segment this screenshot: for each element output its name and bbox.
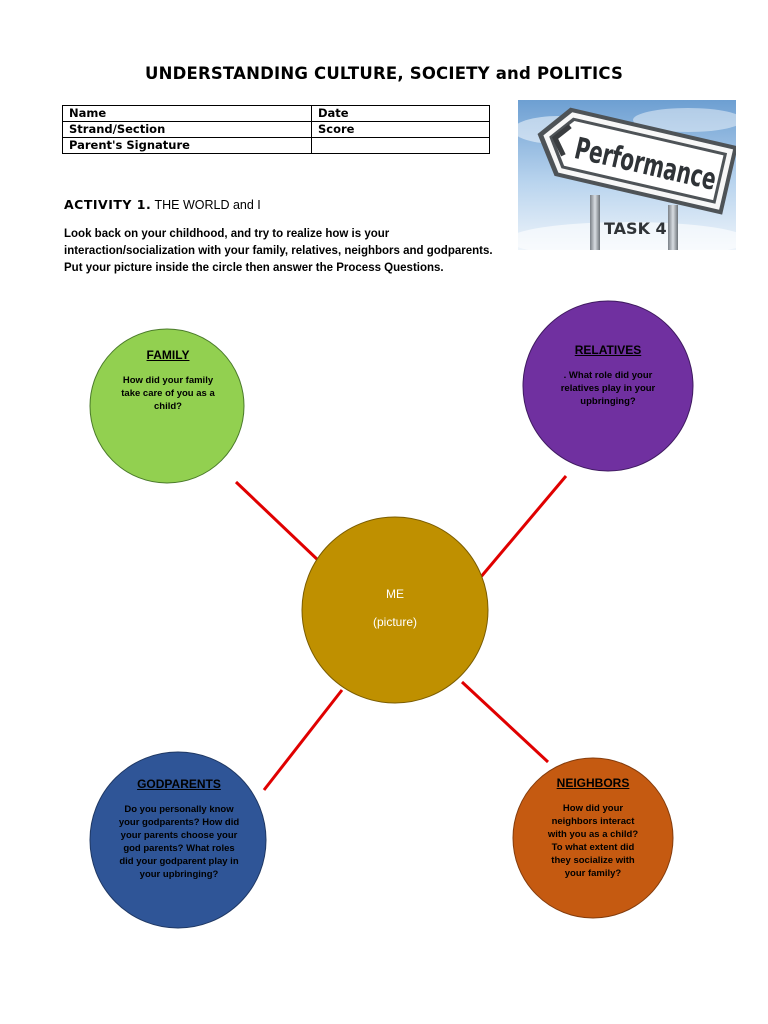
connector-godparents bbox=[262, 689, 344, 791]
student-info-table: Name Date Strand/Section Score Parent's … bbox=[62, 105, 490, 154]
connector-relatives bbox=[478, 475, 568, 579]
activity-subtitle: THE WORLD and I bbox=[154, 198, 261, 212]
parent-signature-label: Parent's Signature bbox=[62, 137, 312, 154]
relatives-circle bbox=[522, 300, 694, 472]
relatives-question: . What role did your relatives play in y… bbox=[560, 370, 656, 407]
activity-label: ACTIVITY 1. bbox=[64, 197, 152, 212]
connector-neighbors bbox=[460, 680, 550, 764]
banner-task-text: TASK 4 bbox=[604, 219, 667, 238]
activity-heading: ACTIVITY 1. THE WORLD and I bbox=[64, 197, 261, 212]
godparents-title: GODPARENTS bbox=[137, 777, 221, 791]
relatives-node: RELATIVES . What role did your relatives… bbox=[548, 343, 668, 408]
connectors bbox=[234, 475, 568, 791]
strand-section-label: Strand/Section bbox=[62, 121, 312, 138]
me-subtitle: (picture) bbox=[372, 615, 417, 629]
family-circle bbox=[89, 328, 245, 484]
relatives-title: RELATIVES bbox=[574, 343, 642, 357]
me-circle bbox=[301, 516, 489, 704]
activity-instructions: Look back on your childhood, and try to … bbox=[64, 228, 493, 274]
concept-map bbox=[89, 300, 694, 929]
me-node: ME (picture) bbox=[335, 587, 455, 629]
neighbors-title: NEIGHBORS bbox=[556, 776, 630, 790]
godparents-circle bbox=[89, 751, 267, 929]
neighbors-question: How did your neighbors interact with you… bbox=[547, 803, 639, 879]
family-node: FAMILY How did your family take care of … bbox=[113, 348, 223, 413]
godparents-node: GODPARENTS Do you personally know your g… bbox=[118, 777, 240, 881]
neighbors-circle bbox=[512, 757, 674, 919]
godparents-question: Do you personally know your godparents? … bbox=[118, 804, 240, 880]
name-label: Name bbox=[62, 105, 312, 122]
neighbors-node: NEIGHBORS How did your neighbors interac… bbox=[543, 776, 643, 880]
family-title: FAMILY bbox=[146, 348, 190, 362]
me-title: ME bbox=[386, 587, 404, 601]
connector-family bbox=[234, 480, 322, 564]
document-title: UNDERSTANDING CULTURE, SOCIETY and POLIT… bbox=[144, 64, 624, 83]
parent-signature-field bbox=[311, 137, 490, 154]
score-label: Score bbox=[311, 121, 490, 138]
family-question: How did your family take care of you as … bbox=[121, 375, 215, 412]
performance-task-banner: Performance TASK 4 bbox=[518, 100, 736, 250]
date-label: Date bbox=[311, 105, 490, 122]
